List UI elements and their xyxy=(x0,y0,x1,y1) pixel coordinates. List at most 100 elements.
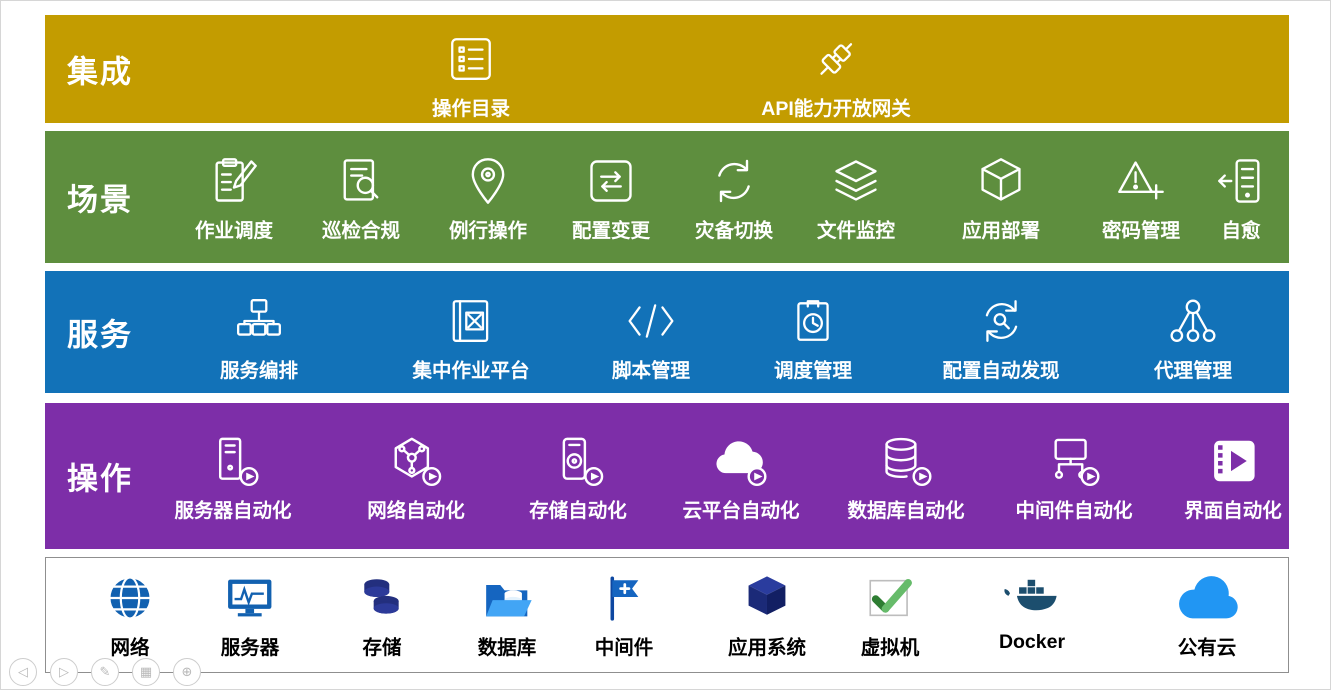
item-network-infra: 网络 xyxy=(104,570,156,660)
script-management-icon xyxy=(626,293,676,349)
network-globe-icon xyxy=(104,570,156,626)
item-virtual-machine: 虚拟机 xyxy=(860,570,920,660)
network-automation-icon xyxy=(385,433,447,489)
item-config-change: 配置变更 xyxy=(572,153,650,243)
layer-operation: 操作 服务器自动化 xyxy=(45,403,1289,549)
previous-slide-button[interactable]: ◁ xyxy=(9,658,37,686)
layer-integration: 集成 操作目录 xyxy=(45,15,1289,123)
item-label: 服务编排 xyxy=(219,360,299,382)
item-cloud-automation: 云平台自动化 xyxy=(682,433,800,523)
item-routine-operations: 例行操作 xyxy=(449,153,527,243)
item-label: 配置变更 xyxy=(571,220,651,242)
item-label: 脚本管理 xyxy=(611,360,691,382)
item-self-healing: 自愈 xyxy=(1215,153,1267,243)
server-automation-icon xyxy=(202,433,264,489)
item-config-auto-discovery: 配置自动发现 xyxy=(942,293,1060,383)
item-label: 应用系统 xyxy=(727,637,807,659)
item-server-automation: 服务器自动化 xyxy=(174,433,292,523)
item-middleware-automation: 中间件自动化 xyxy=(1015,433,1133,523)
middleware-automation-icon xyxy=(1043,433,1105,489)
operation-catalog-icon xyxy=(446,31,496,87)
agent-management-icon xyxy=(1168,293,1218,349)
storage-disks-icon xyxy=(357,570,407,626)
item-server-infra: 服务器 xyxy=(221,570,279,660)
item-middleware-infra: 中间件 xyxy=(594,570,654,660)
item-operation-catalog: 操作目录 xyxy=(432,31,510,121)
item-label: 公有云 xyxy=(1177,637,1237,659)
item-ui-automation: 界面自动化 xyxy=(1184,433,1282,523)
item-label: 自愈 xyxy=(1221,220,1261,242)
item-label: 界面自动化 xyxy=(1184,500,1282,522)
item-label: 中间件 xyxy=(594,637,654,659)
item-label: 调度管理 xyxy=(773,360,853,382)
item-label: 服务器自动化 xyxy=(174,500,292,522)
item-label: 虚拟机 xyxy=(860,637,920,659)
item-label: 中间件自动化 xyxy=(1015,500,1133,522)
zoom-button[interactable]: ⊕ xyxy=(173,658,201,686)
item-storage-infra: 存储 xyxy=(357,570,407,660)
item-label: 密码管理 xyxy=(1101,220,1181,242)
layer-infrastructure: 网络 服务器 xyxy=(45,557,1289,673)
central-job-platform-icon xyxy=(446,293,496,349)
item-docker: Docker xyxy=(999,570,1065,654)
file-monitoring-icon xyxy=(830,153,882,209)
database-automation-icon xyxy=(875,433,937,489)
item-file-monitoring: 文件监控 xyxy=(817,153,895,243)
database-folder-icon xyxy=(481,570,533,626)
item-label: 网络自动化 xyxy=(367,500,465,522)
item-label: 数据库自动化 xyxy=(847,500,965,522)
public-cloud-icon xyxy=(1171,570,1243,626)
item-database-infra: 数据库 xyxy=(477,570,537,660)
layer-title: 服务 xyxy=(67,317,133,353)
item-label: 存储 xyxy=(362,637,402,659)
item-schedule-management: 调度管理 xyxy=(774,293,852,383)
item-label: 文件监控 xyxy=(816,220,896,242)
app-deployment-icon xyxy=(975,153,1027,209)
item-disaster-switch: 灾备切换 xyxy=(695,153,773,243)
item-api-gateway: API能力开放网关 xyxy=(761,31,911,121)
ui-automation-icon xyxy=(1206,433,1260,489)
password-management-icon xyxy=(1115,153,1167,209)
config-change-icon xyxy=(585,153,637,209)
app-system-cube-icon xyxy=(741,570,793,626)
disaster-switch-icon xyxy=(708,153,760,209)
cloud-automation-icon xyxy=(710,433,772,489)
item-label: 应用部署 xyxy=(961,220,1041,242)
item-label: 集中作业平台 xyxy=(412,360,530,382)
item-label: 云平台自动化 xyxy=(682,500,800,522)
inspection-compliance-icon xyxy=(335,153,387,209)
self-healing-icon xyxy=(1215,153,1267,209)
item-app-system: 应用系统 xyxy=(728,570,806,660)
config-auto-discovery-icon xyxy=(976,293,1026,349)
layer-service: 服务 服务编排 xyxy=(45,271,1289,393)
api-gateway-icon xyxy=(811,31,861,87)
routine-operations-icon xyxy=(462,153,514,209)
storage-automation-icon xyxy=(547,433,609,489)
slide-panel-button[interactable]: ▦ xyxy=(132,658,160,686)
layer-title: 操作 xyxy=(67,461,133,497)
item-public-cloud: 公有云 xyxy=(1171,570,1243,660)
pen-tool-button[interactable]: ✎ xyxy=(91,658,119,686)
service-orchestration-icon xyxy=(234,293,284,349)
job-scheduling-icon xyxy=(208,153,260,209)
item-network-automation: 网络自动化 xyxy=(367,433,465,523)
layer-title: 场景 xyxy=(67,182,133,218)
item-inspection-compliance: 巡检合规 xyxy=(322,153,400,243)
vm-check-icon xyxy=(864,570,916,626)
middleware-flag-icon xyxy=(599,570,649,626)
item-label: 数据库 xyxy=(477,637,537,659)
presentation-controls: ◁ ▷ ✎ ▦ ⊕ xyxy=(9,658,201,686)
next-slide-button[interactable]: ▷ xyxy=(50,658,78,686)
item-agent-management: 代理管理 xyxy=(1154,293,1232,383)
server-monitor-icon xyxy=(223,570,277,626)
schedule-management-icon xyxy=(788,293,838,349)
item-label: 例行操作 xyxy=(448,220,528,242)
item-label: Docker xyxy=(998,631,1066,653)
item-label: 代理管理 xyxy=(1153,360,1233,382)
layer-scenario: 场景 作业调度 巡检合规 xyxy=(45,131,1289,263)
item-app-deployment: 应用部署 xyxy=(962,153,1040,243)
item-storage-automation: 存储自动化 xyxy=(529,433,627,523)
item-job-scheduling: 作业调度 xyxy=(195,153,273,243)
item-database-automation: 数据库自动化 xyxy=(847,433,965,523)
